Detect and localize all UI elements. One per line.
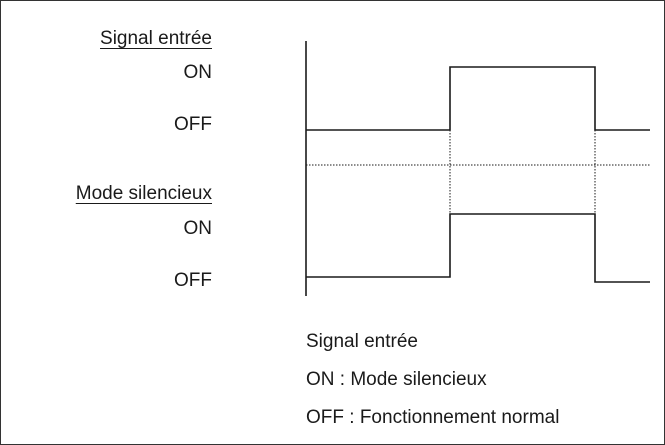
silent-mode-title: Mode silencieux	[75, 183, 212, 204]
silent-mode-off-label: OFF	[174, 270, 212, 291]
input-signal-title: Signal entrée	[100, 28, 212, 49]
silent-mode-on-label: ON	[183, 218, 213, 239]
legend-on-line: ON : Mode silencieux	[306, 369, 487, 390]
legend-title: Signal entrée	[306, 331, 418, 352]
input-signal-off-label: OFF	[174, 114, 212, 135]
legend-off-line: OFF : Fonctionnement normal	[306, 407, 560, 428]
input-signal-waveform	[306, 66, 650, 131]
silent-mode-waveform	[306, 213, 650, 283]
input-signal-on-label: ON	[183, 62, 213, 83]
